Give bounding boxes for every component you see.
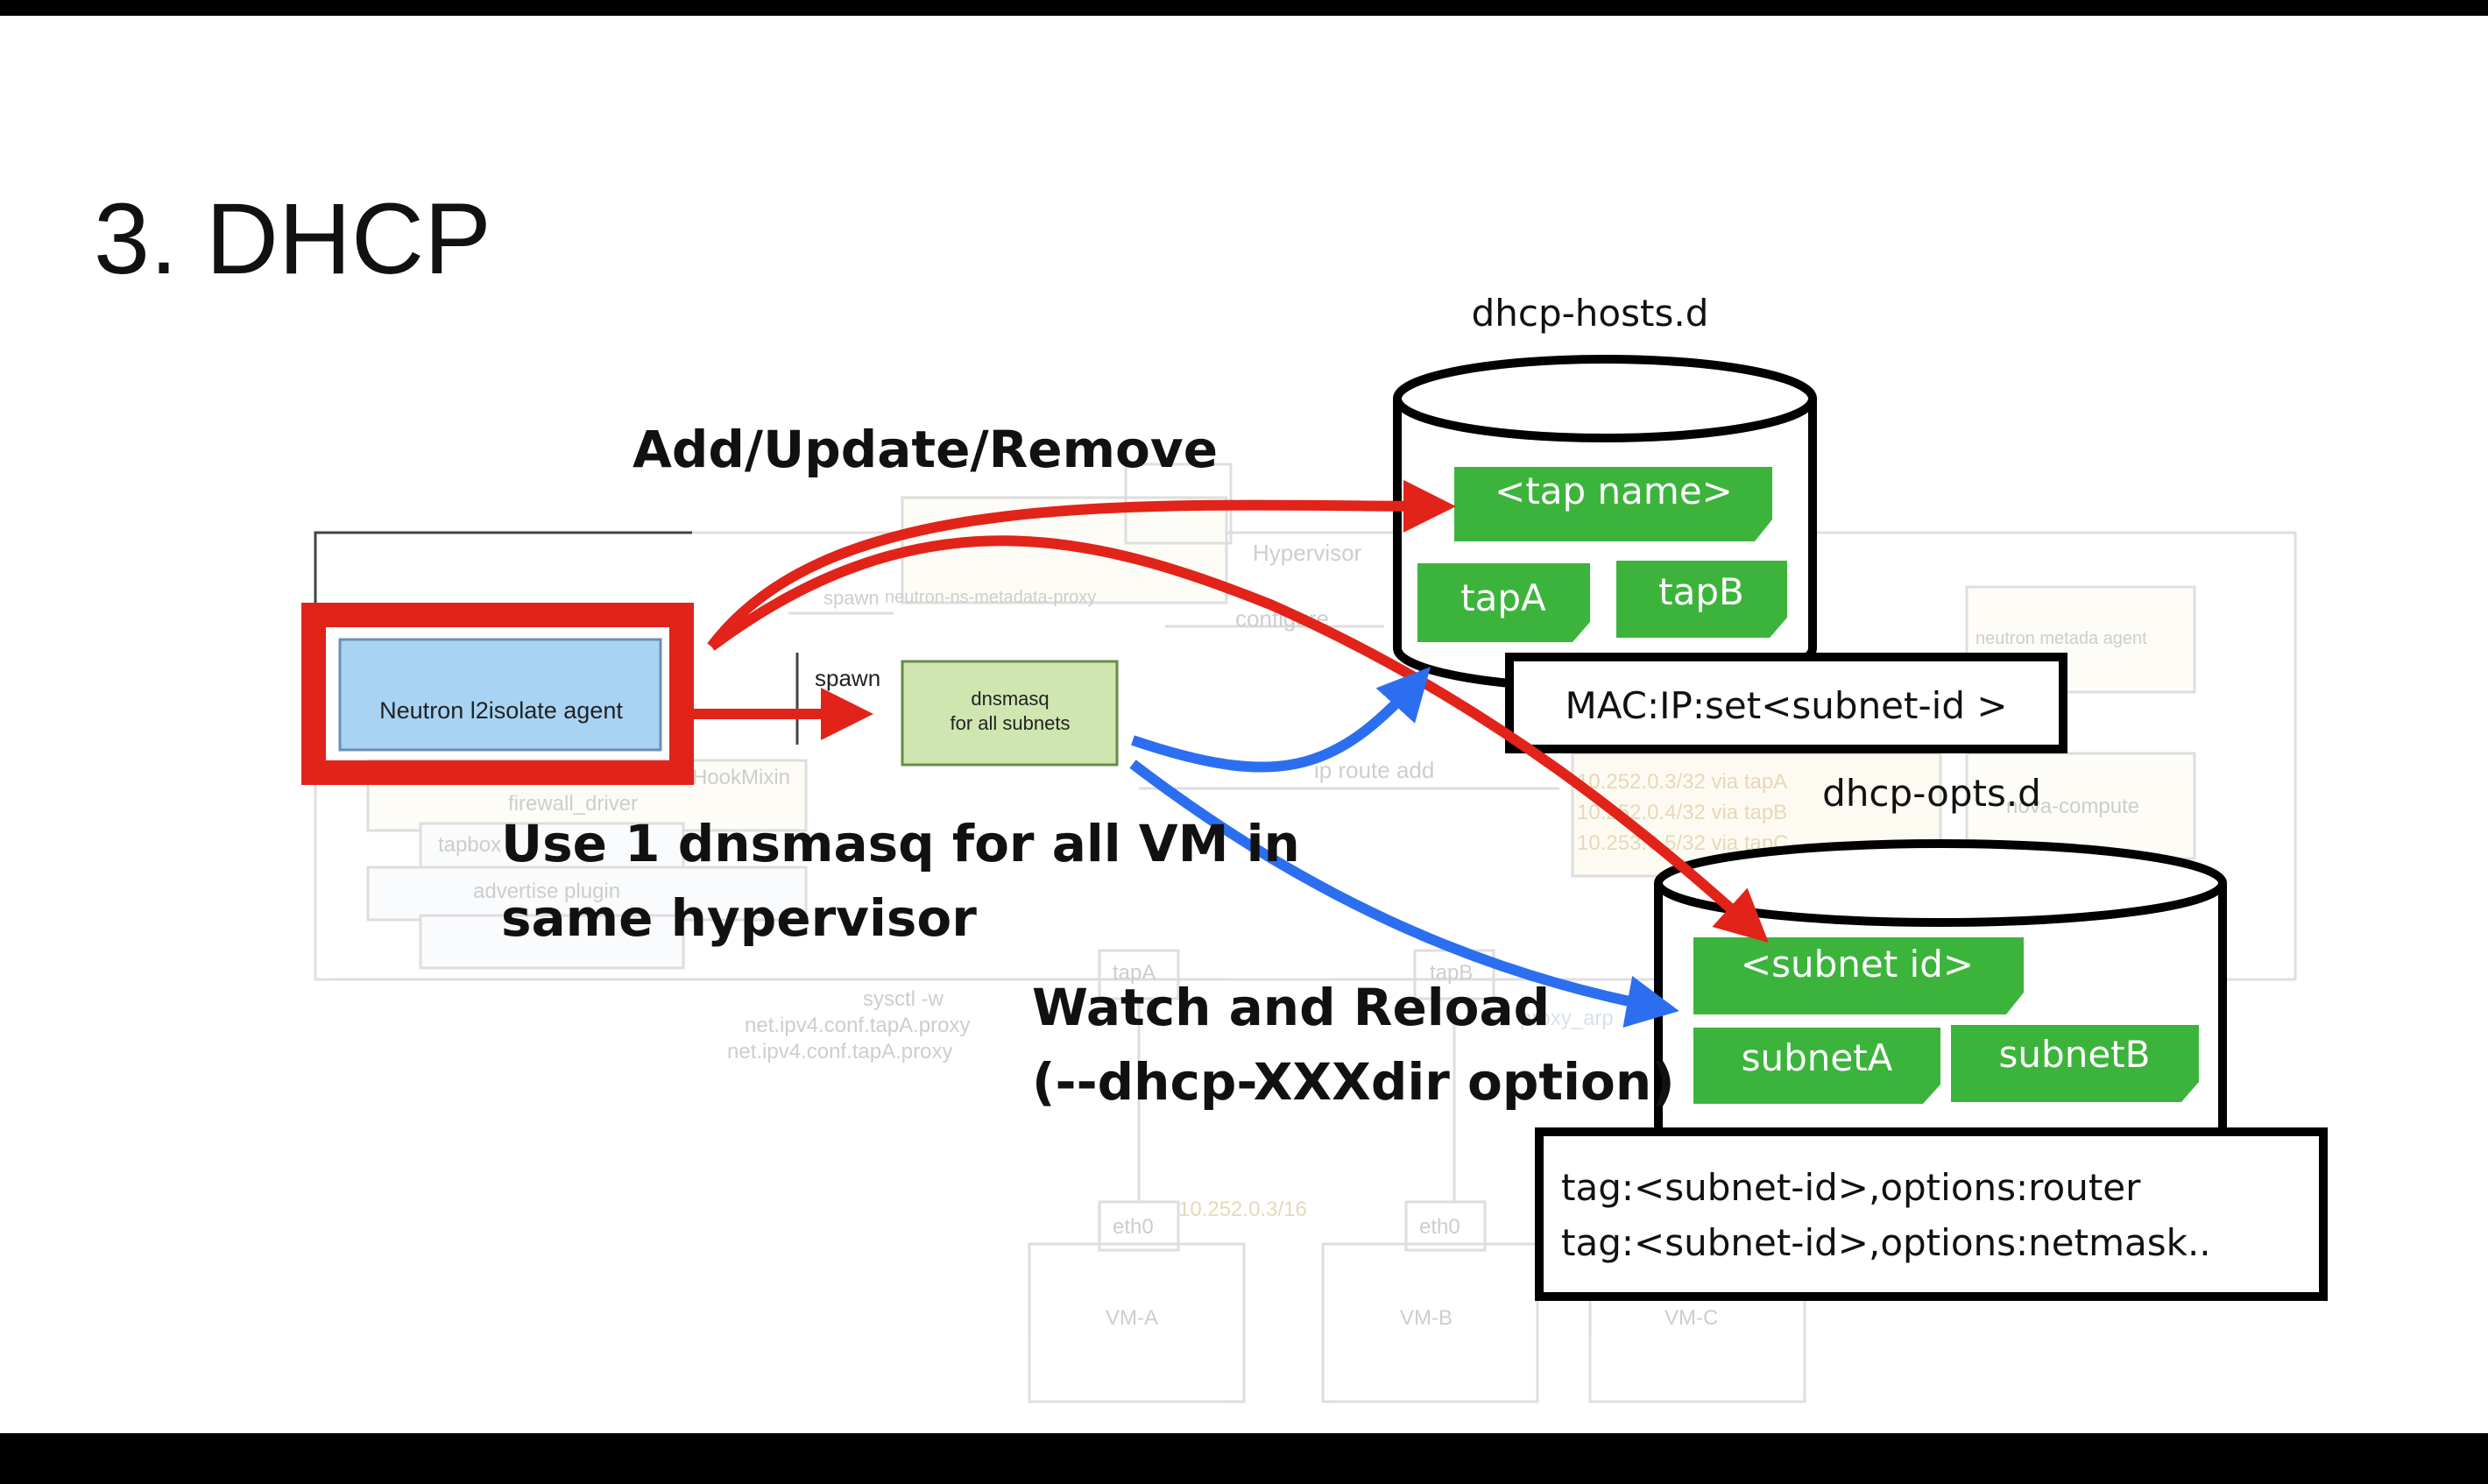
faded-tapbox: tapbox (438, 833, 501, 857)
faded-vm-b: VM-B (1400, 1306, 1453, 1330)
eth0-box-a (1098, 1200, 1180, 1252)
tapB-item-label: tapB (1658, 570, 1744, 613)
dhcp-hosts-db: dhcp-hosts.d <tap name> tapA tapB MAC:IP… (1393, 292, 2067, 753)
watch-reload-line2: (--dhcp-XXXdir option) (1032, 1052, 1675, 1112)
faded-spawn: spawn (823, 587, 880, 609)
faded-nova-compute: nova-compute (2006, 795, 2139, 818)
dnsmasq-line2: for all subnets (951, 712, 1071, 734)
agent-label: Neutron l2isolate agent (379, 697, 623, 724)
eth0-box-b (1404, 1200, 1487, 1252)
dnsmasq-box (901, 660, 1119, 767)
faded-hook: HookMixin (692, 766, 790, 789)
tap-name-header-label: <tap name> (1495, 470, 1733, 512)
use-dnsmasq-line2: same hypervisor (501, 888, 977, 948)
faded-sysctl-1: sysctl -w (863, 987, 944, 1011)
advertise-sub-box (419, 914, 685, 970)
agent-red-frame (301, 603, 694, 785)
hosts-info-text: MAC:IP:set<subnet-id > (1565, 684, 2007, 727)
hosts-info-box (1505, 653, 2067, 753)
faded-route-1: 10.252.0.3/32 via tapA (1577, 770, 1787, 794)
faded-cidr: 10.252.0.3/16 (1178, 1198, 1307, 1221)
dhcp-opts-label: dhcp-opts.d (1822, 772, 2041, 815)
tapbox-box (419, 822, 685, 878)
tapA-small-box (1098, 949, 1180, 1000)
faded-advertise: advertise plugin (473, 880, 620, 903)
slide-title: 3. DHCP (94, 183, 491, 295)
opts-info-box (1535, 1127, 2328, 1301)
subnet-id-header (1693, 937, 2024, 1014)
subnet-id-header-label: <subnet id> (1741, 943, 1974, 986)
watch-reload-line1: Watch and Reload (1032, 978, 1550, 1037)
spawn-label: spawn (815, 665, 880, 691)
neutron-agent-node: Neutron l2isolate agent (301, 603, 694, 785)
faded-metadata-agent: neutron metada agent (1976, 629, 2147, 648)
add-update-annotation: Add/Update/Remove (633, 420, 1218, 479)
faded-vm-c: VM-C (1665, 1306, 1718, 1330)
blue-arrow-to-opts (1129, 760, 1679, 1028)
advertise-box (366, 866, 808, 922)
red-arrow-to-opts (708, 535, 1769, 943)
tapB-item (1616, 561, 1787, 638)
agent-box (338, 638, 662, 752)
faded-hypervisor: Hypervisor (1253, 540, 1362, 566)
opts-info-line1: tag:<subnet-id>,options:router (1561, 1166, 2141, 1209)
subnetB-item-label: subnetB (1999, 1033, 2151, 1076)
subnetA-item-label: subnetA (1742, 1036, 1893, 1079)
subnetA-item (1693, 1028, 1940, 1104)
blue-arrow-to-hosts (1131, 667, 1431, 773)
use-dnsmasq-line1: Use 1 dnsmasq for all VM in (501, 814, 1300, 873)
faded-proxy-arp: proxy_arp (1520, 1007, 1614, 1030)
agent-frame-line (314, 531, 692, 613)
faded-eth0-a: eth0 (1113, 1215, 1154, 1239)
faded-ns-metadata: neutron-ns-metadata-proxy (885, 588, 1096, 607)
red-arrow-to-hosts (707, 479, 1456, 650)
tapA-item (1417, 563, 1590, 642)
dnsmasq-node: dnsmasq for all subnets (901, 660, 1119, 767)
dnsmasq-line1: dnsmasq (971, 688, 1049, 710)
tapA-item-label: tapA (1460, 576, 1546, 619)
faded-firewall: firewall_driver (508, 792, 638, 816)
subnetB-item (1951, 1025, 2199, 1102)
faded-tapA: tapA (1113, 961, 1156, 985)
faded-sysctl-2: net.ipv4.conf.tapA.proxy (745, 1014, 970, 1037)
dhcp-opts-cylinder-top (1654, 839, 2227, 927)
dhcp-hosts-cylinder-top (1393, 355, 1817, 442)
faded-sysctl-3: net.ipv4.conf.tapA.proxy (727, 1040, 952, 1064)
opts-info-line2: tag:<subnet-id>,options:netmask.. (1561, 1221, 2211, 1264)
dhcp-opts-db: dhcp-opts.d <subnet id> subnetA subnetB … (1535, 772, 2328, 1301)
faded-tapB: tapB (1430, 961, 1473, 985)
faded-eth0-b: eth0 (1419, 1215, 1460, 1239)
vm-b-box (1321, 1242, 1539, 1403)
dhcp-hosts-label: dhcp-hosts.d (1472, 292, 1709, 335)
vm-a-box (1028, 1242, 1246, 1403)
faded-ip-route: ip route add (1314, 757, 1434, 783)
tap-name-header (1454, 467, 1772, 541)
faded-vm-a: VM-A (1106, 1306, 1158, 1330)
